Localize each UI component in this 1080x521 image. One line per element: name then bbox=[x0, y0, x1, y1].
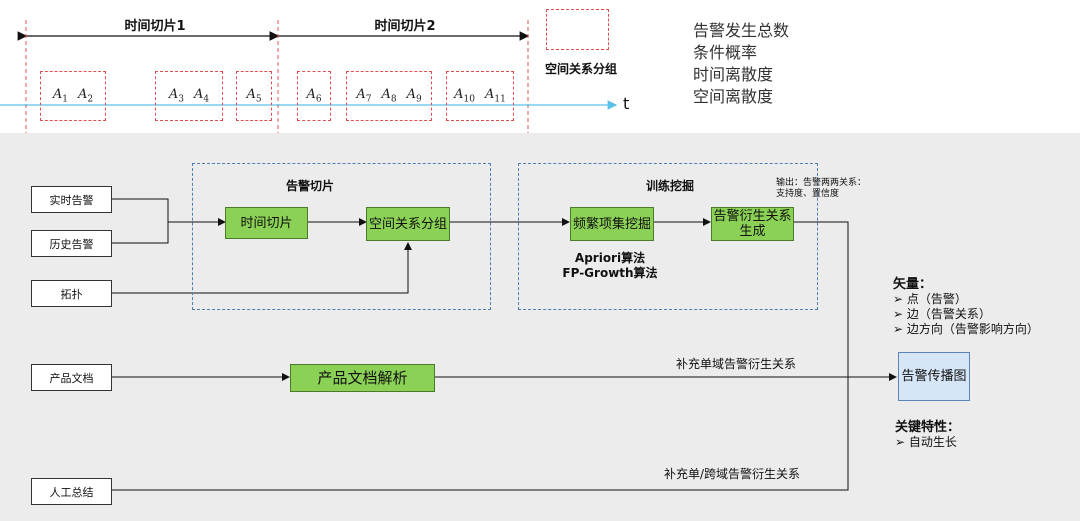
alarm-group-box: A1 A2 bbox=[40, 71, 106, 121]
algorithm-item: Apriori算法 bbox=[574, 251, 646, 265]
vector-section: 矢量： ➢ 点（告警） ➢ 边（告警关系） ➢ 边方向（告警影响方向） bbox=[893, 273, 1039, 337]
algorithm-item: FP-Growth算法 bbox=[562, 266, 658, 280]
slice1-label: 时间切片1 bbox=[124, 19, 186, 34]
alarm-label: A9 bbox=[406, 87, 422, 105]
spatial-group-node: 空间关系分组 bbox=[366, 207, 450, 241]
alarm-label: A11 bbox=[485, 87, 506, 105]
spatial-group-legend-label: 空间关系分组 bbox=[545, 62, 618, 76]
feature-item: 条件概率 bbox=[693, 43, 758, 62]
realtime-alarm-input: 实时告警 bbox=[31, 186, 112, 213]
alarm-group-box: A7 A8 A9 bbox=[346, 71, 432, 121]
supplement-cross-label: 补充单/跨域告警衍生关系 bbox=[664, 467, 801, 481]
key-features-title: 关键特性： bbox=[895, 420, 961, 435]
output-note: 输出：告警两两关系： 支持度、置信度 bbox=[776, 178, 866, 200]
key-features-section: 关键特性： ➢ 自动生长 bbox=[895, 416, 960, 450]
alarm-slice-title: 告警切片 bbox=[285, 179, 334, 193]
product-doc-parse-node: 产品文档解析 bbox=[290, 364, 435, 392]
time-slice-node: 时间切片 bbox=[225, 207, 308, 239]
alarm-group-box: A10 A11 bbox=[446, 71, 514, 121]
alarm-label: A2 bbox=[78, 87, 94, 105]
alarm-label: A6 bbox=[306, 87, 322, 105]
training-mining-group bbox=[518, 163, 818, 310]
time-axis-label: t bbox=[623, 94, 630, 113]
history-alarm-input: 历史告警 bbox=[31, 230, 112, 257]
alarm-label: A4 bbox=[194, 87, 210, 105]
vector-item: ➢ 边（告警关系） bbox=[893, 307, 991, 321]
supplement-single-label: 补充单域告警衍生关系 bbox=[676, 357, 797, 371]
alarm-label: A3 bbox=[168, 87, 184, 105]
output-note-line: 输出：告警两两关系： bbox=[776, 178, 867, 188]
history-connector bbox=[112, 222, 169, 244]
key-feature-item: ➢ 自动生长 bbox=[895, 435, 957, 449]
output-note-line: 支持度、置信度 bbox=[776, 189, 840, 199]
alarm-label: A8 bbox=[381, 87, 397, 105]
alarm-label: A1 bbox=[52, 87, 68, 105]
feature-list: 告警发生总数 条件概率 时间离散度 空间离散度 bbox=[693, 20, 789, 108]
alarm-group-box: A6 bbox=[297, 71, 331, 121]
feature-item: 时间离散度 bbox=[693, 65, 774, 84]
vector-item: ➢ 点（告警） bbox=[893, 292, 967, 306]
alarm-label: A7 bbox=[356, 87, 372, 105]
alarm-label: A5 bbox=[246, 87, 262, 105]
relgen-output-line bbox=[794, 221, 849, 377]
manual-to-graph-line bbox=[112, 377, 849, 491]
alarm-group-box: A3 A4 bbox=[155, 71, 223, 121]
alarm-group-box: A5 bbox=[236, 71, 272, 121]
vector-title: 矢量： bbox=[893, 277, 933, 292]
alarm-label: A10 bbox=[454, 87, 475, 105]
alarm-propagation-graph-node: 告警传播图 bbox=[898, 352, 970, 401]
spatial-group-legend-box bbox=[546, 9, 609, 50]
algorithm-list: Apriori算法 FP-Growth算法 bbox=[545, 251, 675, 281]
alarm-slice-group bbox=[192, 163, 491, 310]
product-doc-input: 产品文档 bbox=[31, 364, 112, 391]
frequent-itemset-node: 频繁项集挖掘 bbox=[570, 207, 654, 241]
training-mining-title: 训练挖掘 bbox=[645, 179, 694, 193]
feature-item: 告警发生总数 bbox=[693, 21, 790, 40]
realtime-connector bbox=[112, 198, 169, 222]
feature-item: 空间离散度 bbox=[693, 87, 774, 106]
manual-summary-input: 人工总结 bbox=[31, 478, 112, 505]
workflow-background bbox=[0, 133, 1080, 521]
topology-arrow bbox=[112, 242, 412, 294]
relation-generation-node: 告警衍生关系生成 bbox=[711, 207, 794, 241]
vector-item: ➢ 边方向（告警影响方向） bbox=[893, 322, 1039, 336]
topology-input: 拓扑 bbox=[31, 280, 112, 307]
slice2-label: 时间切片2 bbox=[374, 19, 436, 34]
